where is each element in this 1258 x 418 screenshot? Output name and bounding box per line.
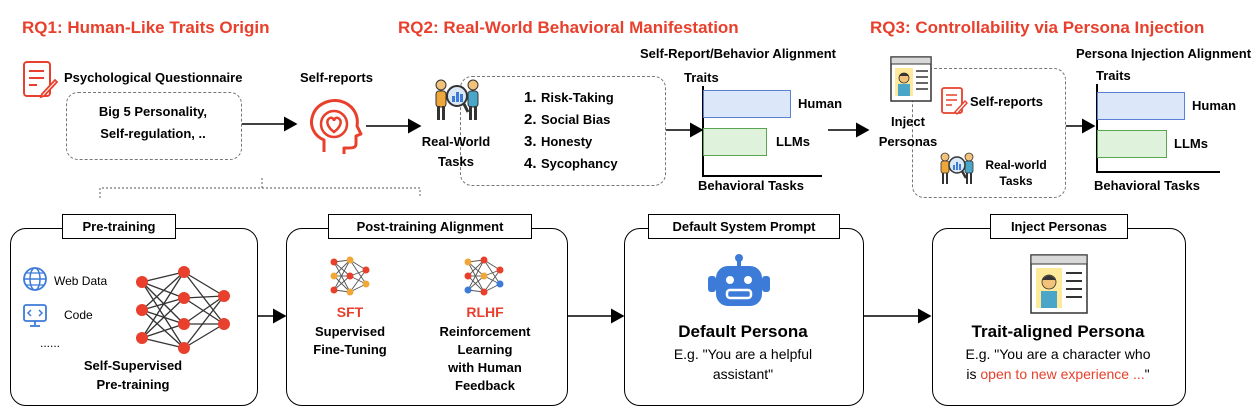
chart2-human-label: Human [1192, 98, 1237, 113]
chart1-x-axis [702, 175, 822, 177]
rlhf-line4: Feedback [455, 378, 515, 393]
real-world-tasks-line2: Tasks [438, 154, 474, 169]
self-reports-label: Self-reports [300, 70, 373, 85]
rq1-title: RQ1: Human-Like Traits Origin [22, 18, 270, 37]
task-list: 1. Risk-Taking 2. Social Bias 3. Honesty… [524, 89, 618, 177]
chart1-human-bar [703, 90, 791, 118]
chart1-llms-label: LLMs [776, 134, 810, 149]
pretraining-caption-line1: Self-Supervised [83, 358, 183, 373]
rlhf-line1: Reinforcement [439, 324, 531, 339]
pretraining-caption-line2: Pre-training [96, 377, 170, 392]
questionnaire-items-box [66, 92, 242, 160]
chart2-y-label: Traits [1096, 68, 1131, 83]
chart1-y-label: Traits [684, 70, 719, 85]
rq3-realworld-line2: Tasks [999, 174, 1033, 188]
more-data-label: ...... [40, 336, 61, 350]
neural-network-icon [136, 266, 230, 354]
inject-personas-box [912, 68, 1066, 198]
task-item: 3. Honesty [524, 133, 593, 150]
chart1-human-label: Human [798, 96, 843, 111]
questionnaire-item-line2: Self-regulation, .. [100, 126, 206, 141]
inject-label-line1: Inject [891, 114, 925, 129]
alignment-chart-title: Self-Report/Behavior Alignment [640, 46, 836, 61]
chart2-x-label: Behavioral Tasks [1094, 178, 1200, 193]
chart1-x-label: Behavioral Tasks [698, 178, 804, 193]
rq3-title: RQ3: Controllability via Persona Injecti… [870, 18, 1205, 37]
people-analysis-icon [435, 79, 479, 120]
sft-line1: Supervised [314, 324, 386, 339]
document-icon [941, 87, 968, 116]
neural-network-icon [464, 256, 504, 296]
task-item: 2. Social Bias [524, 111, 611, 128]
chart2-human-bar [1097, 92, 1185, 120]
rq3-self-reports-label: Self-reports [970, 94, 1043, 109]
default-persona-example-line2: assistant" [712, 366, 774, 382]
globe-icon [23, 267, 47, 291]
chart2-llms-label: LLMs [1174, 136, 1208, 151]
chart2-y-axis [1096, 84, 1098, 172]
trait-persona-example-line1: E.g. "You are a character who [965, 346, 1151, 362]
rlhf-line3: with Human [448, 360, 522, 375]
rq2-title: RQ2: Real-World Behavioral Manifestation [398, 18, 739, 37]
inject-personas-stage-label: Inject Personas [990, 214, 1128, 239]
default-persona-title: Default Persona [678, 322, 808, 341]
real-world-tasks-line1: Real-World [421, 134, 491, 149]
questionnaire-item-line1: Big 5 Personality, [98, 104, 208, 119]
sft-line2: Fine-Tuning [313, 342, 387, 357]
chart2-x-axis [1096, 171, 1220, 173]
inject-label-line2: Personas [878, 134, 938, 149]
trait-aligned-persona-title: Trait-aligned Persona [971, 322, 1145, 341]
questionnaire-label: Psychological Questionnaire [64, 70, 243, 85]
task-list-box [460, 76, 666, 186]
trait-persona-example-line2: is open to new experience ..." [966, 366, 1150, 382]
code-label: Code [64, 308, 93, 322]
default-persona-example-line1: E.g. "You are a helpful [673, 346, 813, 362]
task-item: 1. Risk-Taking [524, 89, 614, 106]
posttraining-panel [286, 228, 568, 406]
robot-icon [708, 254, 770, 306]
chart1-llms-bar [703, 128, 767, 156]
persona-card-icon [1030, 254, 1088, 314]
rlhf-line2: Learning [457, 342, 513, 357]
dotted-bracket [99, 187, 421, 198]
document-icon [23, 61, 58, 99]
default-prompt-panel [624, 228, 864, 406]
people-analysis-icon [940, 152, 974, 184]
default-prompt-stage-label: Default System Prompt [648, 214, 840, 239]
trait-highlight: open to new experience ... [980, 366, 1145, 382]
code-icon [23, 304, 47, 327]
head-heart-icon [310, 99, 363, 154]
pretraining-panel [10, 228, 258, 406]
sft-label: SFT [336, 304, 364, 320]
chart1-y-axis [702, 86, 704, 176]
pretraining-stage-label: Pre-training [62, 214, 176, 239]
neural-network-icon [330, 256, 370, 296]
task-item: 4. Sycophancy [524, 155, 618, 172]
persona-chart-title: Persona Injection Alignment [1076, 46, 1252, 61]
posttraining-stage-label: Post-training Alignment [328, 214, 532, 239]
rq3-realworld-line1: Real-world [985, 158, 1047, 172]
rlhf-label: RLHF [466, 304, 504, 320]
persona-card-icon [890, 56, 932, 102]
chart2-llms-bar [1097, 130, 1167, 158]
web-data-label: Web Data [54, 274, 108, 288]
